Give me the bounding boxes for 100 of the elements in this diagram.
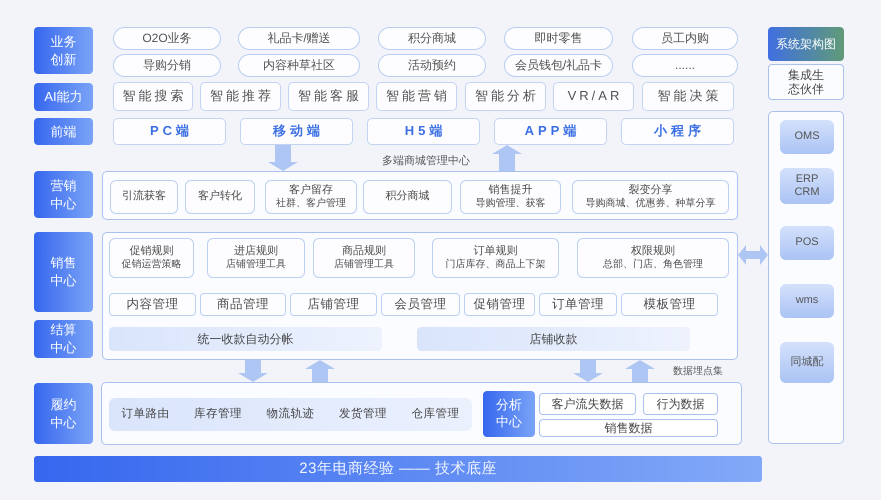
block-arrow (305, 360, 335, 382)
caption-text: 多端商城管理中心 (382, 155, 470, 168)
channel-box: 移动端 (240, 118, 353, 145)
feature-pill: ...... (632, 54, 738, 77)
module-title: 积分商城 (386, 190, 430, 204)
capability-box: 智能营销 (376, 82, 457, 111)
module-desc: 门店库存、商品上下架 (446, 258, 546, 272)
module-box (572, 180, 729, 214)
channel-box: 小程序 (621, 118, 734, 145)
block-arrow (573, 360, 603, 382)
category-label: 履约中心 (34, 383, 93, 444)
tool-box: 内容管理 (109, 293, 196, 316)
module-desc: 店铺管理工具 (226, 258, 286, 272)
module-box (432, 238, 559, 278)
module-title: 引流获客 (122, 190, 166, 204)
feature-pill: 即时零售 (504, 27, 613, 50)
module-desc: 导购管理、获客 (476, 198, 546, 210)
capability-box: 智能分析 (465, 82, 546, 111)
system-box (780, 284, 834, 318)
module-desc: 店铺管理工具 (334, 258, 394, 272)
process-step: 物流轨迹 (266, 407, 314, 422)
tool-box: 会员管理 (381, 293, 460, 316)
section-panel (768, 111, 844, 444)
section-panel (102, 232, 738, 360)
tool-box: 订单管理 (539, 293, 617, 316)
module-desc: 总部、门店、角色管理 (603, 258, 703, 272)
category-label: 前端 (34, 118, 93, 145)
module-title: 销售提升 (488, 184, 532, 198)
block-arrow (238, 360, 268, 382)
process-step: 订单路由 (121, 407, 170, 422)
feature-pill: 活动预约 (378, 54, 486, 77)
capability-box: 智能决策 (642, 82, 734, 111)
tool-box: 商品管理 (200, 293, 286, 316)
process-step: 仓库管理 (412, 407, 460, 422)
feature-pill: 内容种草社区 (238, 54, 360, 77)
settlement-bar: 店铺收款 (417, 327, 690, 351)
module-box (577, 238, 729, 278)
feature-pill: 积分商城 (378, 27, 486, 50)
module-title: 权限规则 (631, 244, 675, 258)
system-name: ERP (796, 172, 818, 186)
tool-box: 店铺管理 (290, 293, 377, 316)
module-desc: 促销运营策略 (122, 258, 182, 272)
title-box: 系统架构图 (768, 27, 844, 61)
module-title: 客户留存 (289, 184, 333, 198)
module-box (363, 180, 452, 214)
block-arrow (625, 360, 655, 382)
process-band (109, 398, 472, 431)
section-panel (102, 171, 738, 220)
module-box (110, 180, 178, 214)
settlement-bar: 统一收款自动分帐 (109, 327, 382, 351)
module-title: 促销规则 (130, 244, 174, 258)
capability-box: 智能推荐 (200, 82, 281, 111)
block-arrow (268, 145, 298, 171)
process-step: 库存管理 (194, 407, 242, 422)
capability-box: VR/AR (553, 82, 634, 111)
process-step: 发货管理 (339, 407, 388, 422)
block-arrow (738, 245, 768, 265)
system-name: POS (795, 236, 819, 250)
category-label: 营销中心 (34, 171, 93, 218)
analysis-box: 分析中心 (483, 391, 535, 437)
module-box (265, 180, 357, 214)
system-box (780, 120, 834, 154)
channel-box: H5端 (367, 118, 480, 145)
category-label: 销售中心 (34, 232, 93, 312)
capability-box: 智能搜索 (113, 82, 193, 111)
module-title: 商品规则 (342, 244, 386, 258)
module-title: 裂变分享 (628, 184, 672, 198)
feature-pill: 导购分销 (113, 54, 221, 77)
feature-pill: 礼品卡/赠送 (238, 27, 360, 50)
system-name: OMS (794, 130, 820, 144)
tool-box: 促销管理 (464, 293, 535, 316)
tool-box: 模板管理 (621, 293, 718, 316)
data-box: 客户流失数据 (539, 393, 636, 415)
caption-text: 数据埋点集 (673, 366, 723, 378)
data-box: 行为数据 (643, 393, 718, 415)
feature-pill: O2O业务 (113, 27, 221, 50)
system-name: wms (796, 294, 818, 308)
channel-box: APP端 (494, 118, 607, 145)
category-label: AI能力 (34, 83, 93, 111)
data-box: 销售数据 (539, 419, 718, 437)
module-box (207, 238, 305, 278)
section-panel (101, 382, 742, 445)
partner-box: 集成生态伙伴 (768, 64, 844, 100)
capability-box: 智能客服 (288, 82, 369, 111)
system-box (780, 226, 834, 260)
category-label: 结算中心 (34, 320, 93, 358)
channel-box: PC端 (113, 118, 226, 145)
module-title: 订单规则 (474, 244, 518, 258)
module-box (185, 180, 255, 214)
module-title: 进店规则 (234, 244, 278, 258)
feature-pill: 会员钱包/礼品卡 (504, 54, 613, 77)
system-box (780, 342, 834, 383)
system-name: 同城配 (790, 356, 824, 370)
module-desc: 导购商城、优惠券、种草分享 (586, 198, 716, 210)
category-label: 业务创新 (34, 27, 93, 74)
module-title: 客户转化 (198, 190, 242, 204)
module-box (313, 238, 415, 278)
block-arrow (492, 145, 522, 171)
module-desc: 社群、客户管理 (276, 198, 346, 210)
module-box (460, 180, 561, 214)
